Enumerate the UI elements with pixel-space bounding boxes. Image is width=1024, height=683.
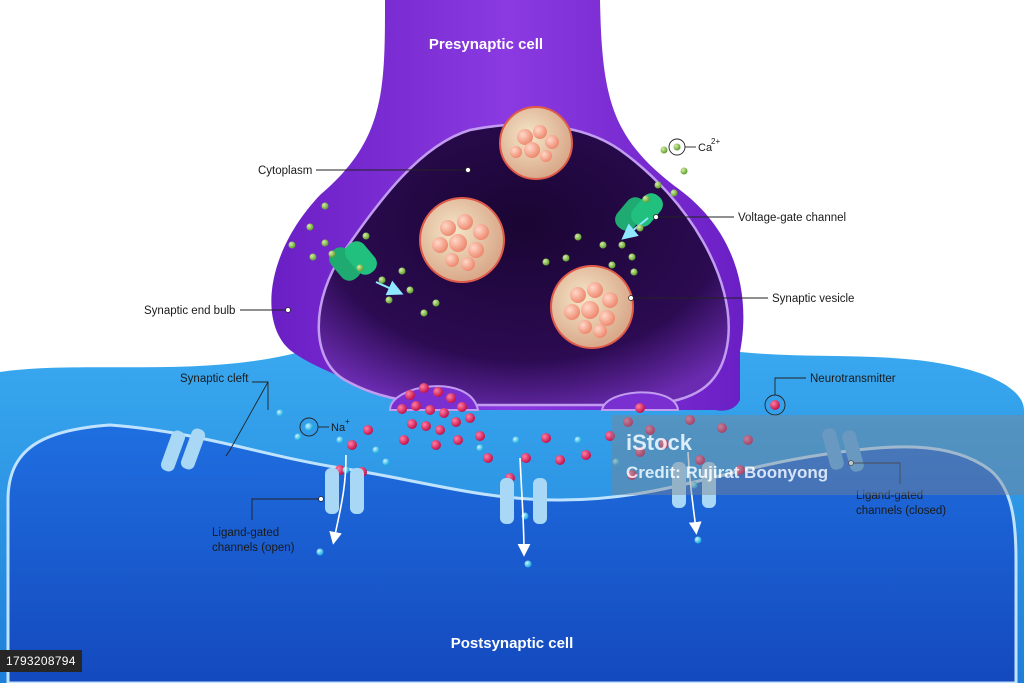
neurotransmitter-label: Neurotransmitter — [810, 373, 896, 385]
sodium-flow-arrow-3 — [687, 451, 702, 535]
vesicle-right — [550, 265, 634, 349]
sodium-ion-key: Na + — [299, 417, 350, 437]
ligand-closed-leader — [853, 462, 901, 484]
ligand-gated-channel-open-2 — [500, 478, 547, 524]
ligand-gated-channel-closed-right — [822, 428, 864, 472]
neurotransmitters — [335, 383, 753, 483]
calcium-ion-label: Ca — [698, 142, 713, 154]
presynaptic-title: Presynaptic cell — [429, 36, 543, 53]
voltage-gate-channel-left — [329, 241, 377, 281]
ligand-open-label-line1: Ligand-gated — [212, 527, 279, 539]
ligand-open-leader — [251, 498, 319, 520]
sodium-flow-arrow-1 — [329, 454, 347, 545]
sodium-ion-label: Na — [331, 422, 346, 434]
watermark-brand: iStock — [626, 430, 693, 455]
cytoplasm-label: Cytoplasm — [258, 165, 312, 177]
image-id-badge: 1793208794 — [0, 650, 82, 672]
synaptic-end-bulb-label: Synaptic end bulb — [144, 305, 235, 317]
ligand-gated-channel-open-3 — [672, 462, 716, 508]
sodium-ion-charge: + — [345, 417, 350, 426]
ligand-gated-channel-closed-left — [160, 428, 206, 472]
calcium-influx-arrow-left — [375, 280, 404, 296]
synaptic-cleft-leader — [225, 381, 269, 457]
sodium-flow-arrow-2 — [517, 457, 531, 557]
vesicle-middle — [419, 197, 505, 283]
ligand-gated-channel-open-1 — [325, 468, 364, 514]
ligand-open-label-line2: channels (open) — [212, 542, 295, 554]
vesicle-top — [499, 106, 573, 180]
voltage-gate-channel-label: Voltage-gate channel — [738, 212, 846, 224]
presynaptic-cell — [271, 0, 744, 411]
calcium-ions — [288, 146, 688, 317]
voltage-gate-channel-right — [615, 193, 663, 231]
postsynaptic-title: Postsynaptic cell — [451, 635, 574, 652]
neurotransmitter-key: Neurotransmitter — [764, 373, 896, 416]
synaptic-vesicle-label: Synaptic vesicle — [772, 293, 854, 305]
synaptic-cleft-label: Synaptic cleft — [180, 373, 249, 385]
calcium-ion-key: Ca 2+ — [668, 137, 720, 156]
watermark-credit: Credit: Rujirat Boonyong — [626, 463, 828, 482]
watermark: iStock Credit: Rujirat Boonyong — [612, 415, 1024, 495]
ligand-closed-label-line2: channels (closed) — [856, 505, 946, 517]
calcium-ion-charge: 2+ — [711, 137, 720, 146]
ligand-closed-label-line1: Ligand-gated — [856, 490, 923, 502]
